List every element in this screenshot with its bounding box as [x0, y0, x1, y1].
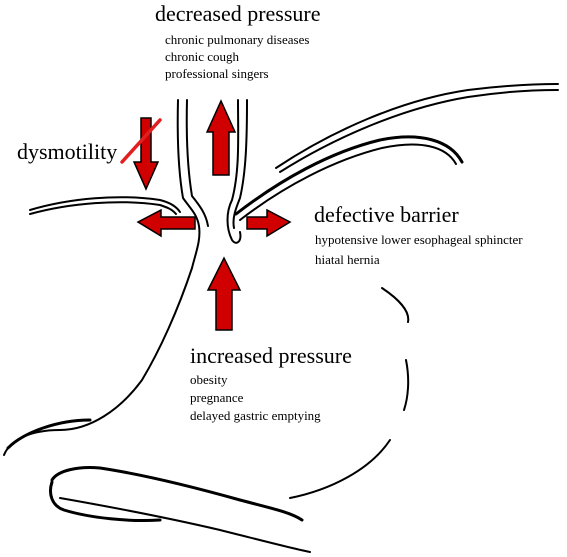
- pressure-arrows: [132, 99, 292, 331]
- right-arrow-defective-barrier: [246, 208, 292, 238]
- up-arrow-increased-pressure: [206, 256, 242, 331]
- decreased-pressure-item: professional singers: [165, 66, 269, 81]
- increased-pressure-heading: increased pressure: [190, 343, 352, 368]
- diaphragm-left: [29, 196, 181, 213]
- esophagus-right-wall-inner: [232, 99, 248, 229]
- decreased-pressure-item: chronic cough: [165, 49, 240, 64]
- diaphragm-left-inner: [29, 201, 177, 215]
- dysmotility-label: dysmotility: [17, 139, 118, 164]
- esophagus-right-wall: [226, 99, 242, 244]
- decreased-pressure-heading: decreased pressure: [155, 1, 321, 26]
- stomach-lesser-curvature: [3, 267, 193, 456]
- stomach-inner-curve: [6, 418, 92, 450]
- stomach-greater-curvature: [289, 287, 410, 499]
- defective-barrier-item: hiatal hernia: [315, 252, 380, 267]
- decreased-pressure-item: chronic pulmonary diseases: [165, 32, 310, 47]
- diaphragm-right-upper-inner: [279, 89, 559, 173]
- diaphragm-right-lower: [234, 135, 464, 216]
- pylorus-loop: [49, 480, 162, 522]
- defective-barrier-item: hypotensive lower esophageal sphincter: [315, 232, 523, 247]
- esophagus-stomach-drawing: [3, 83, 559, 553]
- esophagus-left-wall: [176, 99, 201, 269]
- dysmotility-cross-out: [120, 118, 162, 164]
- increased-pressure-item: pregnance: [190, 390, 244, 405]
- diaphragm-right-upper: [275, 83, 559, 169]
- esophagus-left-wall-inner: [185, 99, 209, 227]
- stomach-bottom: [50, 466, 304, 522]
- increased-pressure-item: obesity: [190, 372, 228, 387]
- up-arrow-decreased-pressure: [205, 99, 237, 176]
- left-arrow-defective-barrier: [136, 208, 196, 238]
- diaphragm-right-lower-inner: [239, 143, 457, 221]
- defective-barrier-heading: defective barrier: [314, 202, 459, 227]
- increased-pressure-item: delayed gastric emptying: [190, 408, 321, 423]
- down-arrow-dysmotility: [132, 117, 160, 191]
- stomach-bottom-lower: [59, 497, 311, 553]
